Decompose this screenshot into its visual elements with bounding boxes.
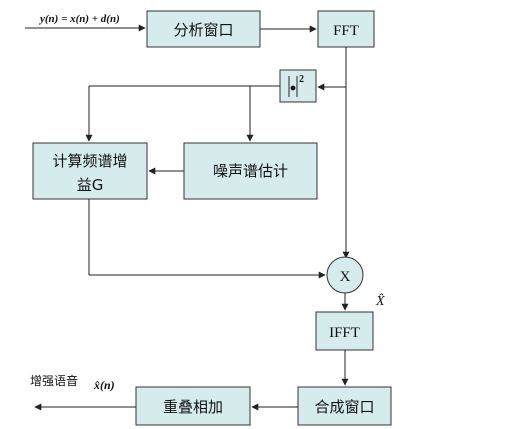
- analysis-window-label: 分析窗口: [173, 21, 233, 39]
- magnitude-squared-block: 2: [279, 69, 317, 103]
- ifft-label: IFFT: [329, 325, 360, 341]
- multiplier-label: X: [340, 269, 351, 285]
- fft-block: FFT: [317, 10, 375, 48]
- overlap-add-label: 重叠相加: [163, 398, 223, 416]
- multiplier-node: X: [326, 256, 364, 294]
- input-signal-label: y(n) = x(n) + d(n): [38, 13, 120, 25]
- noise-estimate-block: 噪声谱估计: [183, 142, 318, 200]
- fft-label: FFT: [333, 23, 359, 39]
- analysis-window-block: 分析窗口: [146, 10, 261, 48]
- output-label: 增强语音: [30, 373, 78, 388]
- spectral-gain-block: 计算频谱增 益G: [32, 142, 148, 200]
- x-hat-label: X̂: [375, 293, 385, 309]
- ifft-block: IFFT: [315, 311, 374, 351]
- bullet-icon: [290, 85, 296, 91]
- overlap-add-block: 重叠相加: [135, 386, 251, 426]
- svg-text:2: 2: [299, 74, 304, 85]
- synthesis-window-block: 合成窗口: [297, 386, 392, 426]
- synthesis-window-label: 合成窗口: [314, 398, 374, 416]
- gain-label-line2: 益G: [77, 176, 104, 194]
- noise-estimate-label: 噪声谱估计: [213, 162, 288, 180]
- output-symbol: x̂(n): [93, 378, 115, 392]
- gain-label-line1: 计算频谱增: [52, 152, 127, 170]
